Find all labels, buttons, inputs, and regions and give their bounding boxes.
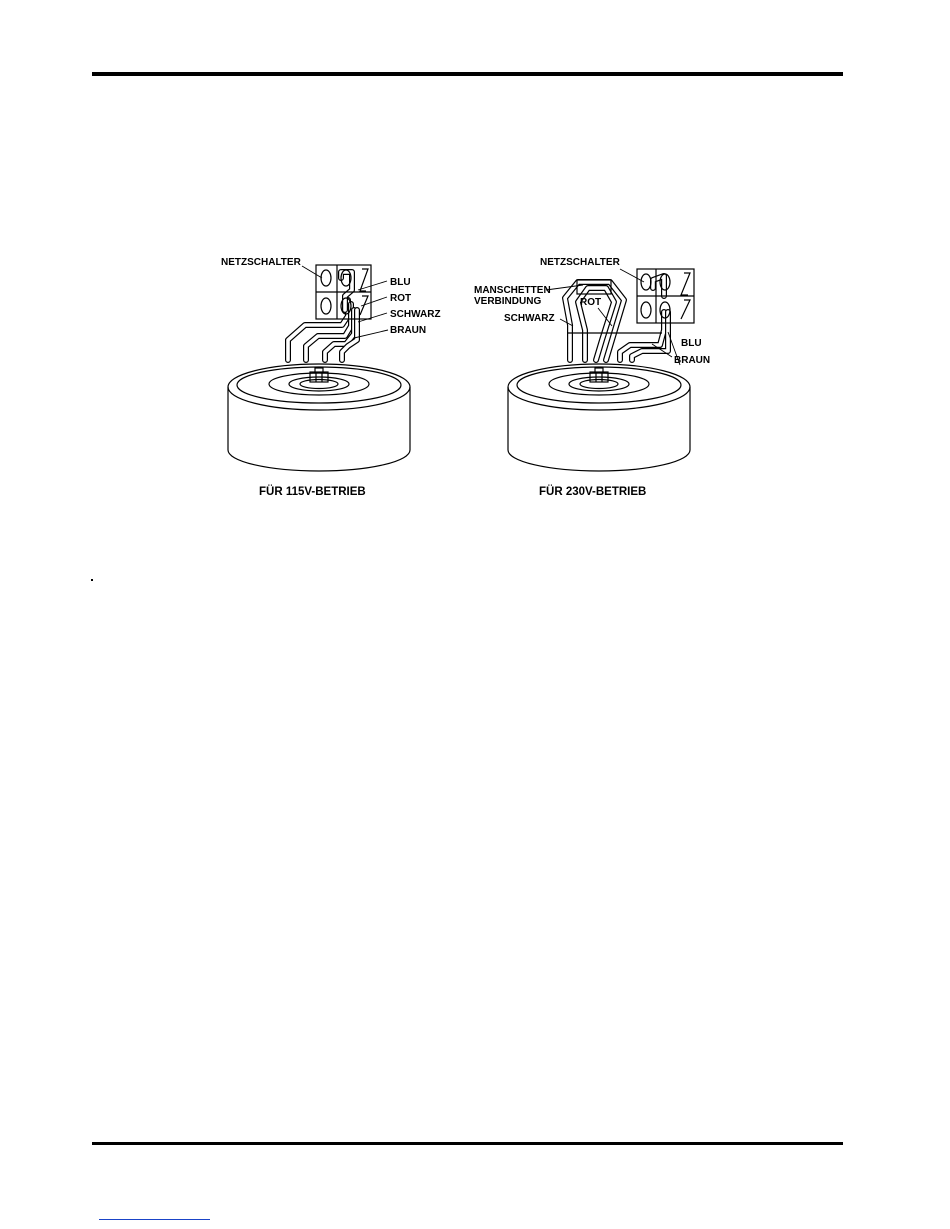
label-rot-230v: ROT (580, 297, 601, 308)
label-netzschalter-115v: NETZSCHALTER (221, 257, 302, 268)
label-schwarz-115v: SCHWARZ (390, 309, 441, 320)
label-braun-115v: BRAUN (390, 325, 426, 336)
label-schwarz-230v: SCHWARZ (504, 313, 555, 324)
wires-115v (288, 272, 357, 360)
label-blu-115v: BLU (390, 277, 411, 288)
figure-115v: NETZSCHALTER BLU ROT SCHWARZ BRAUN FÜR 1… (221, 257, 441, 498)
label-braun-230v: BRAUN (674, 355, 710, 366)
label-netzschalter-230v: NETZSCHALTER (540, 257, 621, 268)
footer-link-line (99, 1219, 210, 1220)
label-manschetten: MANSCHETTEN (474, 285, 551, 296)
toroid-transformer-230v (508, 364, 690, 471)
toroid-transformer-115v (228, 364, 410, 471)
caption-230v: FÜR 230V-BETRIEB (539, 485, 646, 498)
wires-230v (565, 276, 668, 360)
label-blu-230v: BLU (681, 338, 702, 349)
footer-rule (92, 1142, 843, 1145)
stray-dot (91, 579, 93, 581)
figure-230v: NETZSCHALTER MANSCHETTEN VERBINDUNG ROT … (474, 257, 710, 498)
label-verbindung: VERBINDUNG (474, 296, 541, 307)
caption-115v: FÜR 115V-BETRIEB (259, 485, 366, 498)
label-rot-115v: ROT (390, 293, 411, 304)
